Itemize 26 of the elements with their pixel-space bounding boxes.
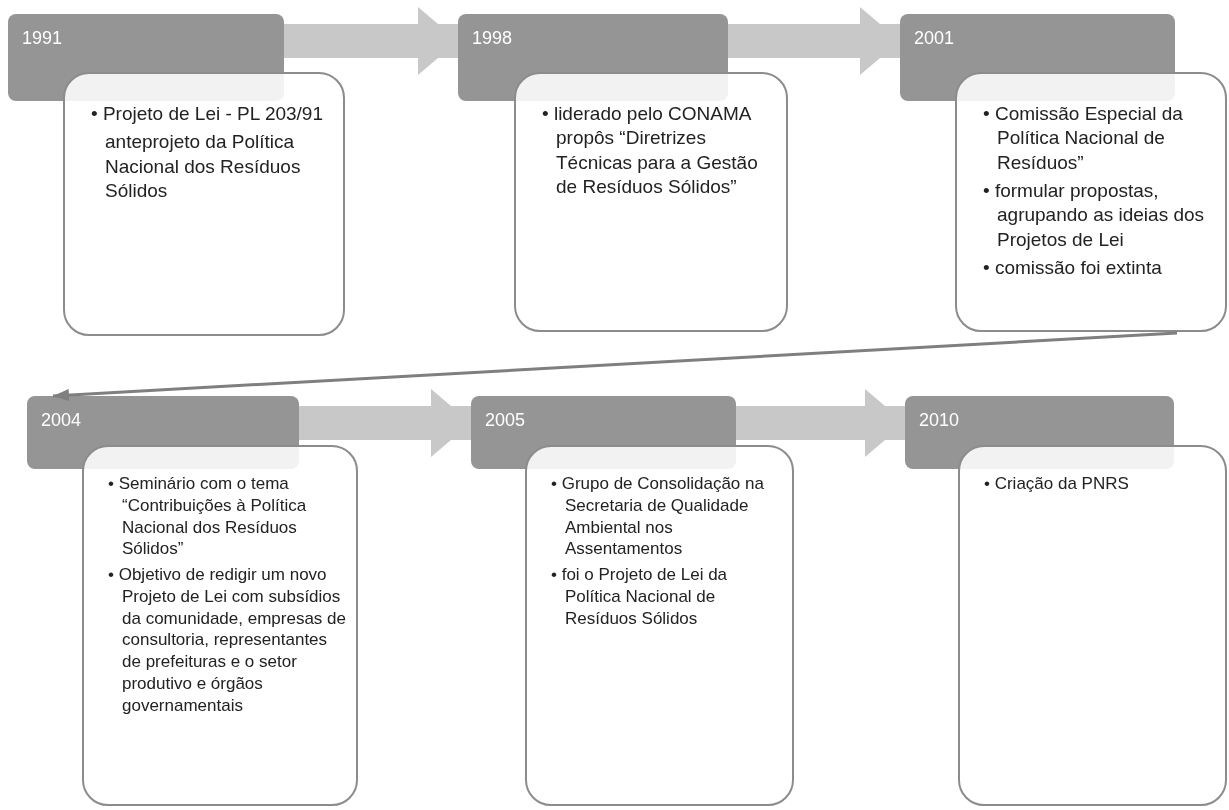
year-label: 2005 [485, 410, 526, 431]
bullet-text: • foi o Projeto de Lei da Política Nacional de Resíduos Sólidos [550, 564, 729, 630]
block-arrow [284, 7, 458, 75]
bullet-text: • liderado pelo CONAMA propôs “Diretrizes Técnicas para a Gestão de Resíduos Sólidos” [541, 102, 759, 199]
bullet-text: • Projeto de Lei - PL 203/91 [90, 102, 324, 126]
year-label: 2004 [41, 410, 82, 431]
content-card [82, 445, 358, 806]
bullet-text: anteprojeto da Política Nacional dos Resíduos Sólidos [104, 130, 302, 203]
content-card [514, 72, 788, 332]
year-label: 1991 [22, 28, 63, 49]
bullet-text: • Seminário com o tema “Contribuições à Política Nacional dos Resíduos Sólidos” [107, 473, 308, 560]
content-card [525, 445, 794, 806]
year-label: 2010 [919, 410, 960, 431]
bullet-text: • Comissão Especial da Política Nacional de Resíduos” [982, 102, 1184, 175]
bullet-text: • comissão foi extinta [982, 255, 1163, 280]
bullet-text: • Criação da PNRS [983, 473, 1130, 495]
content-card [955, 72, 1227, 332]
bullet-text: • Grupo de Consolidação na Secretaria de Qualidade Ambiental nos Assentamentos [550, 473, 765, 560]
bullet-text: • formular propostas, agrupando as ideias dos Projetos de Lei [982, 178, 1206, 252]
bullet-text: • Objetivo de redigir um novo Projeto de Lei com subsídios da comunidade, empresas de consultoria, representantes de prefeituras e o setor produtivo e órgãos governamentais [107, 564, 347, 717]
block-arrow [728, 7, 900, 75]
content-card [958, 445, 1227, 806]
arrow [52, 331, 1178, 402]
content-card [63, 72, 345, 336]
year-label: 1998 [472, 28, 513, 49]
year-label: 2001 [914, 28, 955, 49]
